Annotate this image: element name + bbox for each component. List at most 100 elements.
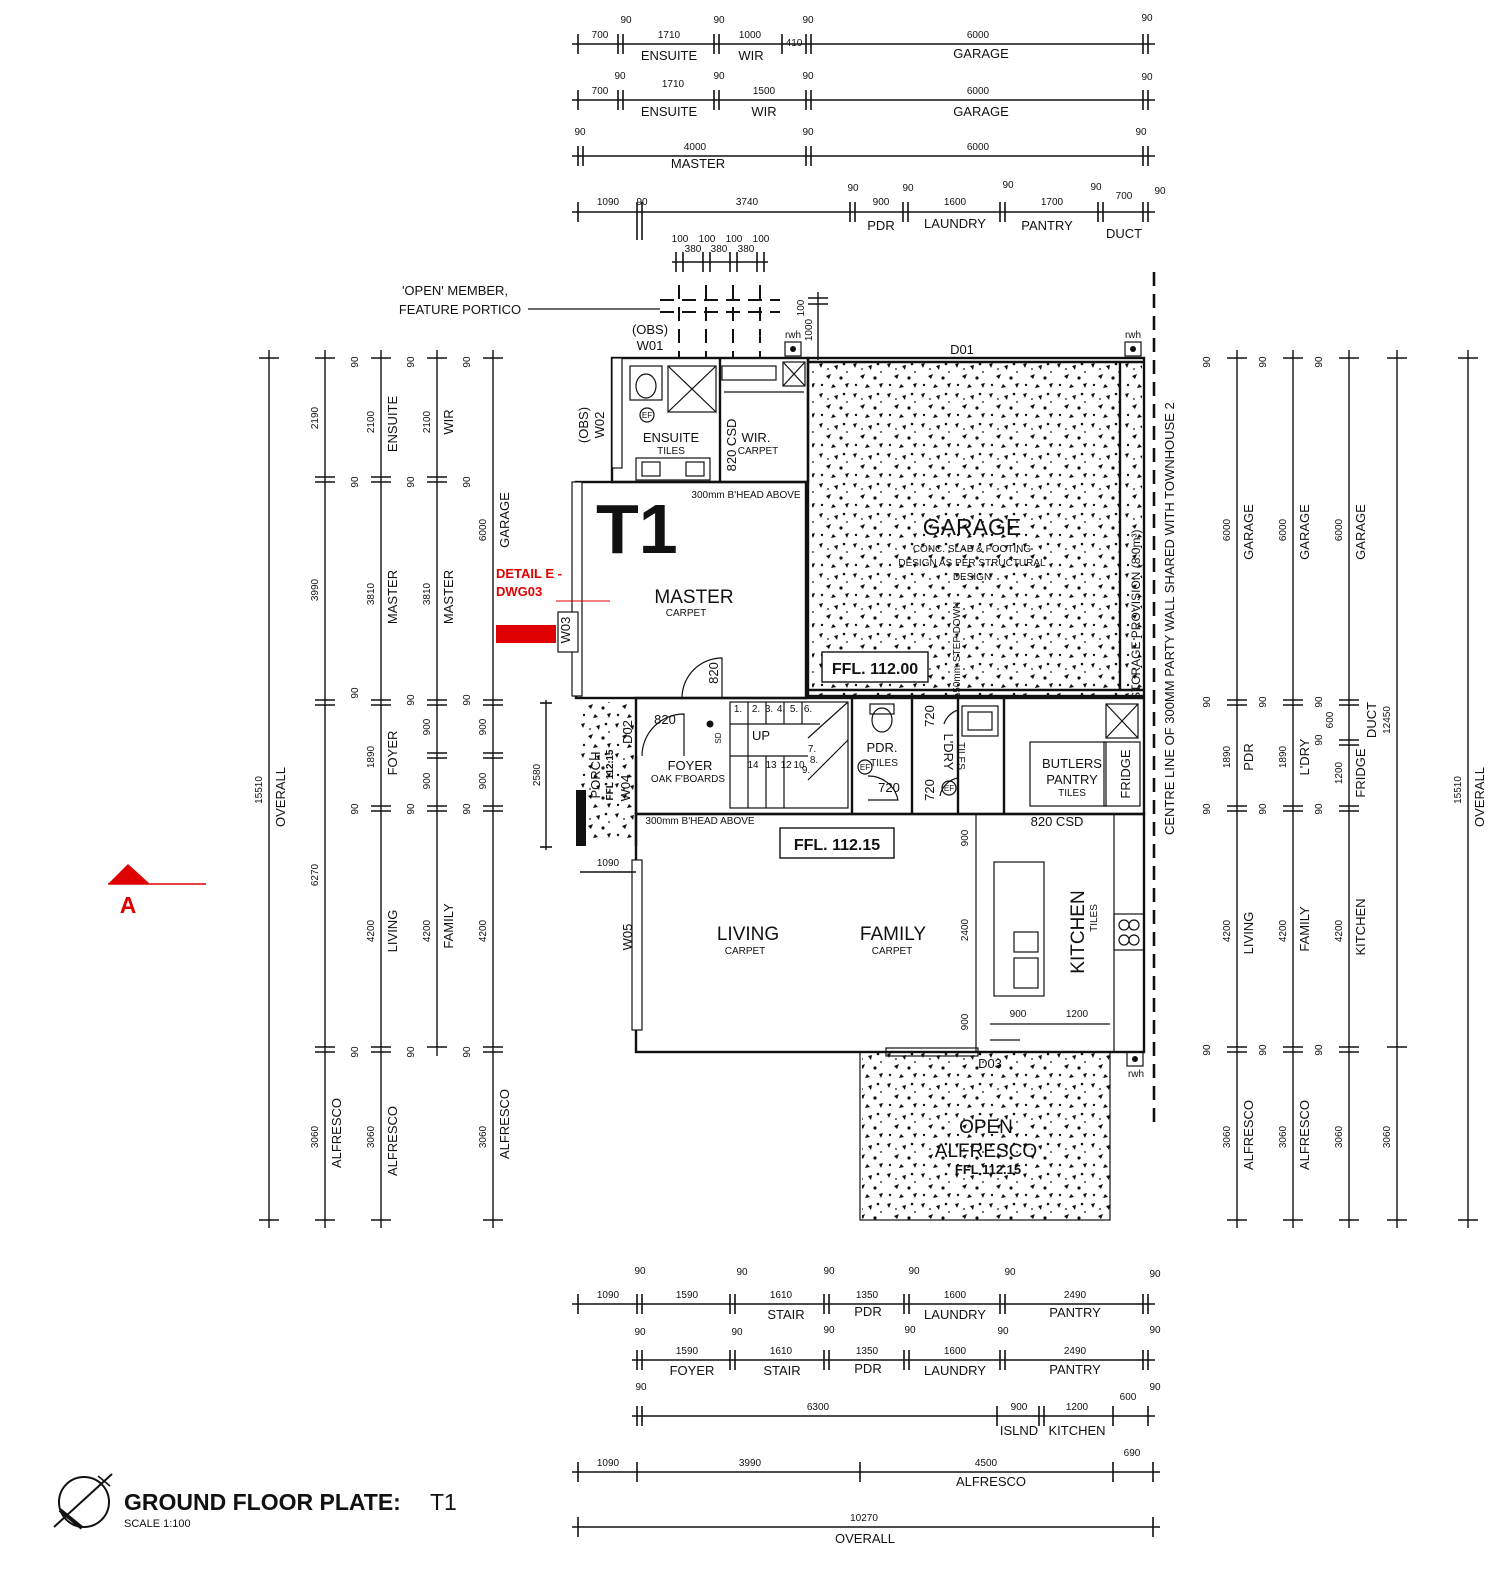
- room-ldry-finish: TILES: [955, 742, 966, 770]
- dim-value: 1200: [1334, 761, 1345, 784]
- dim-value: 3060: [1278, 1125, 1289, 1148]
- dim-label: ALFRESCO: [1241, 1100, 1256, 1170]
- dim-label: PDR: [1241, 743, 1256, 770]
- ffl-garage: FFL. 112.00: [832, 661, 918, 678]
- room-butlers-finish: TILES: [1058, 788, 1086, 799]
- dim-label: ALFRESCO: [1297, 1100, 1312, 1170]
- dim-value: 90: [574, 127, 586, 138]
- dim-value: 1610: [770, 1346, 793, 1357]
- dim-label: WIR: [441, 409, 456, 434]
- room-wir: WIR.: [742, 430, 771, 445]
- dim-value: 900: [873, 197, 890, 208]
- dim-value: 4500: [975, 1458, 998, 1469]
- dim-value: 90: [802, 127, 814, 138]
- dim-value: 1890: [1222, 745, 1233, 768]
- dim-value: 1590: [676, 1290, 699, 1301]
- dim-value: 3740: [736, 197, 759, 208]
- dim-value: 90: [823, 1325, 835, 1336]
- dim-value: 4200: [1334, 919, 1345, 942]
- dim-value: 4200: [366, 919, 377, 942]
- window-w01: W01: [637, 338, 664, 353]
- room-garage-note: DESIGN: [953, 572, 991, 583]
- dim-value: 2100: [366, 410, 377, 433]
- dim-value: 1500: [753, 86, 776, 97]
- dim-value: 900: [478, 772, 489, 789]
- dim-label: ISLND: [1000, 1423, 1038, 1438]
- window-w03: W03: [558, 617, 573, 644]
- dim-label: LAUNDRY: [924, 216, 986, 231]
- dim-value: 700: [592, 30, 609, 41]
- left-dimension-columns: 15510 OVERALL 2190 3990 6270 3060 ALFRES…: [254, 350, 512, 1228]
- dim-label: ALFRESCO: [329, 1098, 344, 1168]
- dim-value: 90: [406, 694, 417, 706]
- dim-value: 900: [478, 718, 489, 735]
- stair-number: 9.: [802, 765, 810, 776]
- dim-value: 6000: [1222, 518, 1233, 541]
- dim-value: 2580: [532, 763, 543, 786]
- dim-label: LAUNDRY: [924, 1307, 986, 1322]
- dim-value: 90: [1258, 696, 1269, 708]
- dim-value: 2400: [960, 918, 971, 941]
- dim-value: 1710: [658, 30, 681, 41]
- dim-value: 90: [823, 1266, 835, 1277]
- dim-value: 6000: [1278, 518, 1289, 541]
- dim-value: 4000: [684, 142, 707, 153]
- dim-value: 380: [738, 244, 755, 255]
- dim-value: 100: [753, 234, 770, 245]
- csd-pantry: 820 CSD: [1031, 814, 1084, 829]
- stair-number: 13: [765, 760, 777, 771]
- door-size: 720: [922, 705, 937, 727]
- stair-number: 3.: [765, 704, 773, 715]
- dim-value: 12450: [1382, 706, 1393, 734]
- door-size: 720: [878, 780, 900, 795]
- room-fridge: FRIDGE: [1118, 749, 1133, 798]
- dim-value: 90: [1135, 127, 1147, 138]
- room-family: FAMILY: [860, 924, 926, 945]
- dim-value: 90: [634, 1266, 646, 1277]
- dim-value: 1200: [1066, 1402, 1089, 1413]
- dim-value: 90: [1258, 1044, 1269, 1056]
- dim-value: 3810: [366, 582, 377, 605]
- dim-value: 3990: [310, 578, 321, 601]
- dim-value: 90: [620, 15, 632, 26]
- dim-value: 1090: [597, 1458, 620, 1469]
- room-kitchen: KITCHEN: [1068, 890, 1089, 973]
- dim-value: 600: [1120, 1392, 1137, 1403]
- rwh-label: rwh: [1125, 330, 1141, 341]
- dim-value: 3060: [1334, 1125, 1345, 1148]
- dim-value: 380: [685, 244, 702, 255]
- dim-label: PANTRY: [1049, 1305, 1101, 1320]
- dim-value: 1710: [662, 79, 685, 90]
- dim-value: 90: [462, 694, 473, 706]
- dim-label: DUCT: [1364, 702, 1379, 738]
- dim-value: 1000: [739, 30, 762, 41]
- dim-value: 90: [1202, 1044, 1213, 1056]
- dim-value: 3990: [739, 1458, 762, 1469]
- dim-value: 90: [1314, 696, 1325, 708]
- dim-value: 90: [1314, 1044, 1325, 1056]
- dim-value: 90: [1090, 182, 1102, 193]
- dim-label: GARAGE: [953, 46, 1009, 61]
- dim-value: 100: [699, 234, 716, 245]
- room-garage-note: DESIGN AS PER STRUCTURAL: [898, 558, 1046, 569]
- dim-label: PDR: [867, 218, 894, 233]
- dim-label: FAMILY: [1297, 906, 1312, 952]
- window-obs: (OBS): [632, 322, 668, 337]
- dim-value: 900: [422, 718, 433, 735]
- dim-value: 90: [1258, 803, 1269, 815]
- dim-value: 6000: [967, 30, 990, 41]
- dim-value: 100: [796, 299, 807, 316]
- dim-value: 6270: [310, 863, 321, 886]
- dim-value: 90: [1004, 1267, 1016, 1278]
- dim-value: 3060: [1222, 1125, 1233, 1148]
- storage-note: STORAGE PROVISION (8.0m³): [1129, 530, 1143, 700]
- room-pdr-finish: TILES: [870, 758, 898, 769]
- dim-value: 90: [635, 1382, 647, 1393]
- dim-value: 90: [614, 71, 626, 82]
- dim-label: STAIR: [763, 1363, 800, 1378]
- dim-value: 1000: [804, 318, 815, 341]
- rwh-label: rwh: [1128, 1069, 1144, 1080]
- dim-value: 1890: [366, 745, 377, 768]
- dim-label: FOYER: [670, 1363, 715, 1378]
